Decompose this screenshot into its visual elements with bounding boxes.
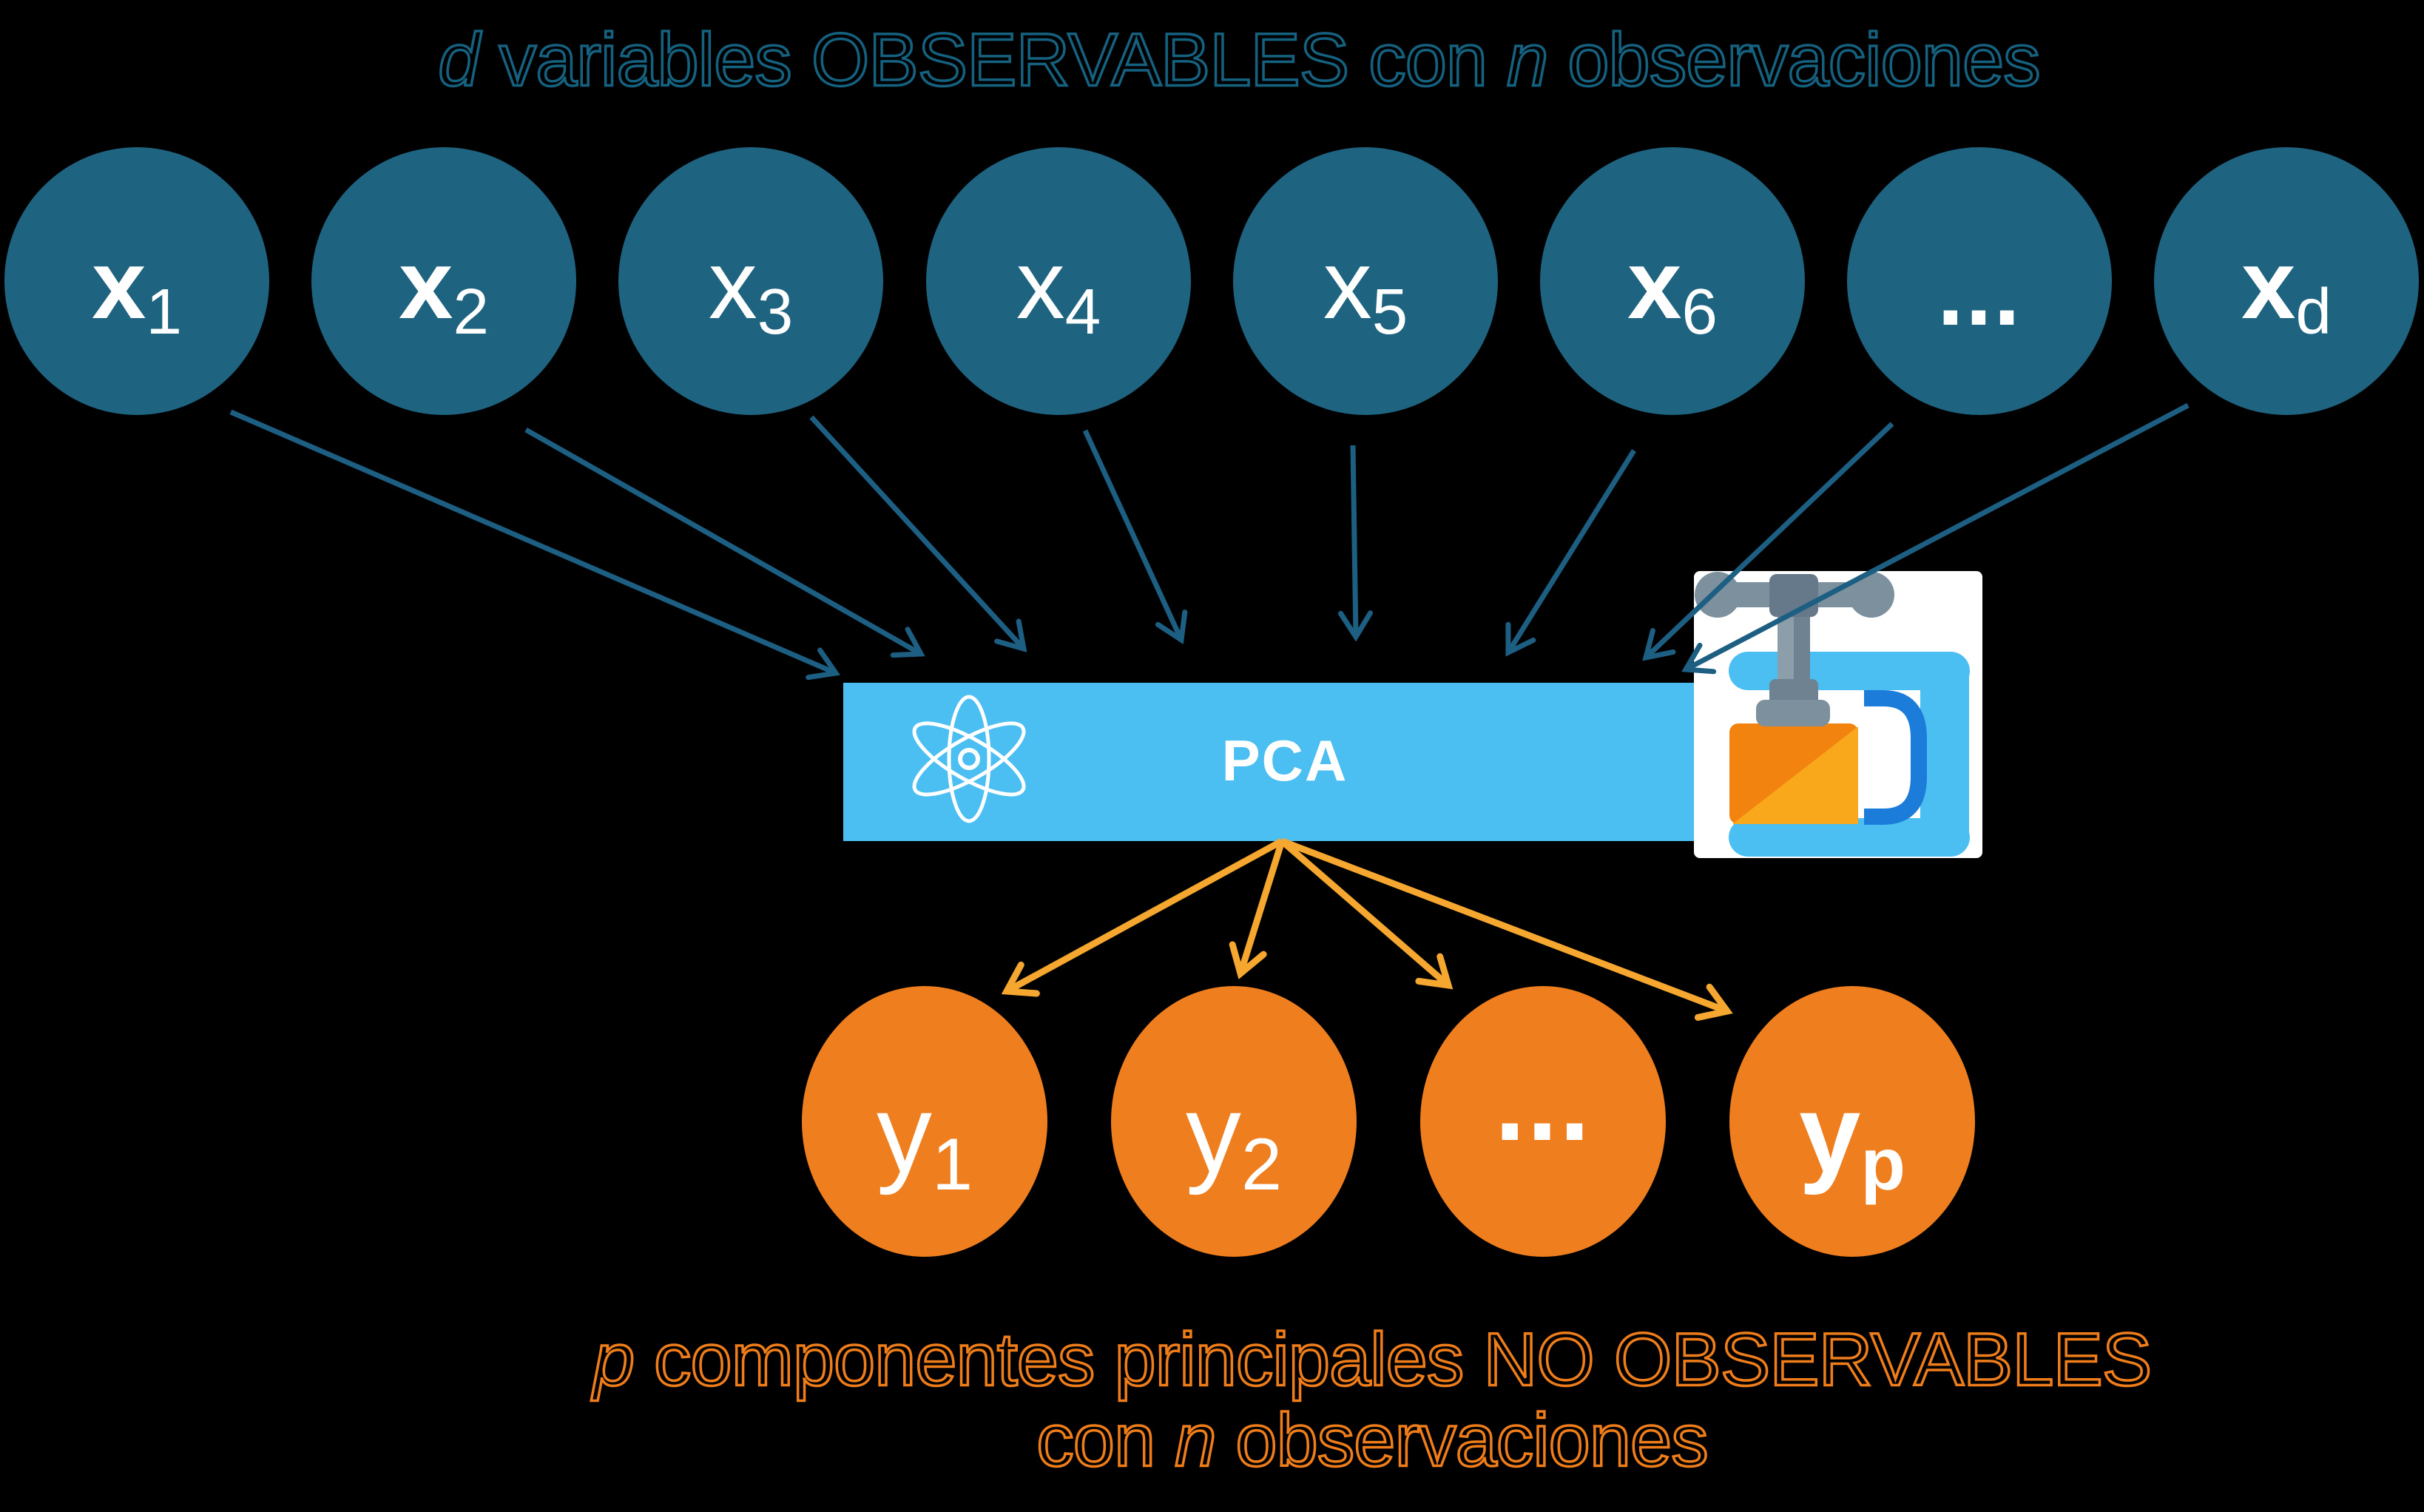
- arrow-pca-yp: [1280, 837, 1727, 1011]
- atom-orbit-vertical: [947, 695, 991, 823]
- atom-nucleus: [958, 748, 980, 770]
- pca-box-label: PCA: [1221, 728, 1348, 793]
- atom-icon: [912, 695, 1026, 823]
- input-node-x6: [1540, 147, 1805, 415]
- title-end: observaciones: [1547, 18, 2042, 102]
- input-node-x3: [618, 147, 883, 415]
- label-sub: 2: [453, 275, 489, 348]
- arrow-x4-pca: [1082, 429, 1181, 640]
- compress-clamp-icon: [1694, 571, 1982, 858]
- label-base: x: [1323, 230, 1372, 339]
- label-base: ...: [1937, 237, 2022, 345]
- output-node-label-y1: y1: [877, 1078, 973, 1201]
- label-base: x: [1627, 230, 1682, 339]
- caption-var-n: n: [1173, 1399, 1218, 1482]
- arrow-pca-y1: [1007, 838, 1284, 991]
- label-base: x: [1016, 230, 1065, 339]
- label-sub: 3: [757, 275, 794, 348]
- input-node-x1: [4, 147, 269, 415]
- input-node-x4: [926, 147, 1191, 415]
- caption-line1: p componentes principales NO OBSERVABLES: [592, 1321, 2153, 1399]
- clamp-inner-edge: [1864, 690, 1927, 825]
- input-node-label-x4: x4: [1016, 236, 1101, 344]
- arrow-x5-pca: [1353, 445, 1356, 637]
- label-base: x: [399, 230, 453, 339]
- input-node-label-x2: x2: [399, 236, 489, 344]
- label-sub: 4: [1064, 275, 1101, 348]
- label-base: x: [2241, 230, 2296, 339]
- title-var-d: d: [437, 18, 482, 102]
- input-node-xd: [2154, 147, 2419, 415]
- input-node-label-xd: xd: [2241, 236, 2332, 344]
- output-node-circles: [802, 986, 1975, 1257]
- arrow-pca-yellipsis: [1280, 838, 1448, 985]
- caption-line1-rest: componentes principales NO OBSERVABLES: [633, 1318, 2153, 1402]
- label-sub: d: [2295, 275, 2332, 348]
- atom-orbit-right: [912, 721, 1026, 797]
- clamp-right-wall: [1920, 652, 1969, 857]
- input-node-circles: [4, 147, 2419, 415]
- arrow-x2-pca: [524, 427, 921, 654]
- clamp-bottom-arm: [1729, 818, 1970, 857]
- caption-line2-pre: con: [1036, 1399, 1175, 1482]
- label-sub: 6: [1681, 275, 1718, 348]
- label-base: ...: [1494, 1039, 1592, 1164]
- arrow-x1-pca: [229, 409, 836, 673]
- output-node-label-y2: y2: [1186, 1078, 1282, 1201]
- input-node-ellipsis: [1847, 147, 2112, 415]
- title-var-n: n: [1505, 18, 1550, 102]
- label-sub: p: [1860, 1122, 1905, 1205]
- clamp-handle-ball-right: [1849, 572, 1894, 618]
- input-node-label-x1: x1: [92, 236, 182, 344]
- input-node-x2: [311, 147, 576, 415]
- input-node-label-x6: x6: [1627, 236, 1718, 344]
- clamp-handle-ball-left: [1695, 572, 1741, 618]
- output-node-y1: [802, 986, 1047, 1257]
- input-arrows: [229, 402, 2190, 673]
- arrow-x3-pca: [809, 415, 1024, 649]
- input-node-label-x3: x3: [709, 236, 793, 344]
- title-mid: variables OBSERVABLES con: [479, 18, 1508, 102]
- label-sub: 1: [146, 275, 182, 348]
- output-node-ellipsis: [1420, 986, 1666, 1257]
- arrow-xellipsis-pca: [1646, 422, 1894, 658]
- atom-orbit-left: [912, 721, 1026, 797]
- input-node-label-x5: x5: [1323, 236, 1408, 344]
- label-base: x: [92, 230, 146, 339]
- label-base: y: [876, 1071, 932, 1195]
- arrow-pca-y2: [1240, 840, 1286, 973]
- output-node-y2: [1111, 986, 1357, 1257]
- caption-line2: con n observaciones: [1036, 1402, 1710, 1479]
- title-observables: d variables OBSERVABLES con n observacio…: [437, 21, 2042, 99]
- output-node-yp: [1729, 986, 1975, 1257]
- input-node-x5: [1233, 147, 1498, 415]
- label-sub: 2: [1240, 1122, 1283, 1205]
- output-node-label-ellipsis: ...: [1494, 1046, 1591, 1157]
- output-node-label-yp: yp: [1799, 1078, 1905, 1201]
- arrow-x6-pca: [1508, 449, 1636, 652]
- arrow-xd-pca: [1686, 402, 2190, 669]
- label-base: x: [708, 230, 757, 339]
- caption-line2-rest: observaciones: [1215, 1399, 1710, 1482]
- label-base: y: [1185, 1071, 1241, 1195]
- input-node-label-ellipsis: ...: [1937, 243, 2022, 340]
- caption-var-p: p: [592, 1318, 636, 1402]
- clamp-press-foot: [1756, 700, 1830, 726]
- label-sub: 5: [1371, 275, 1408, 348]
- output-arrows: [1007, 837, 1727, 1011]
- clamp-block-highlight: [1732, 726, 1858, 824]
- label-sub: 1: [931, 1122, 973, 1205]
- label-base: y: [1799, 1071, 1861, 1195]
